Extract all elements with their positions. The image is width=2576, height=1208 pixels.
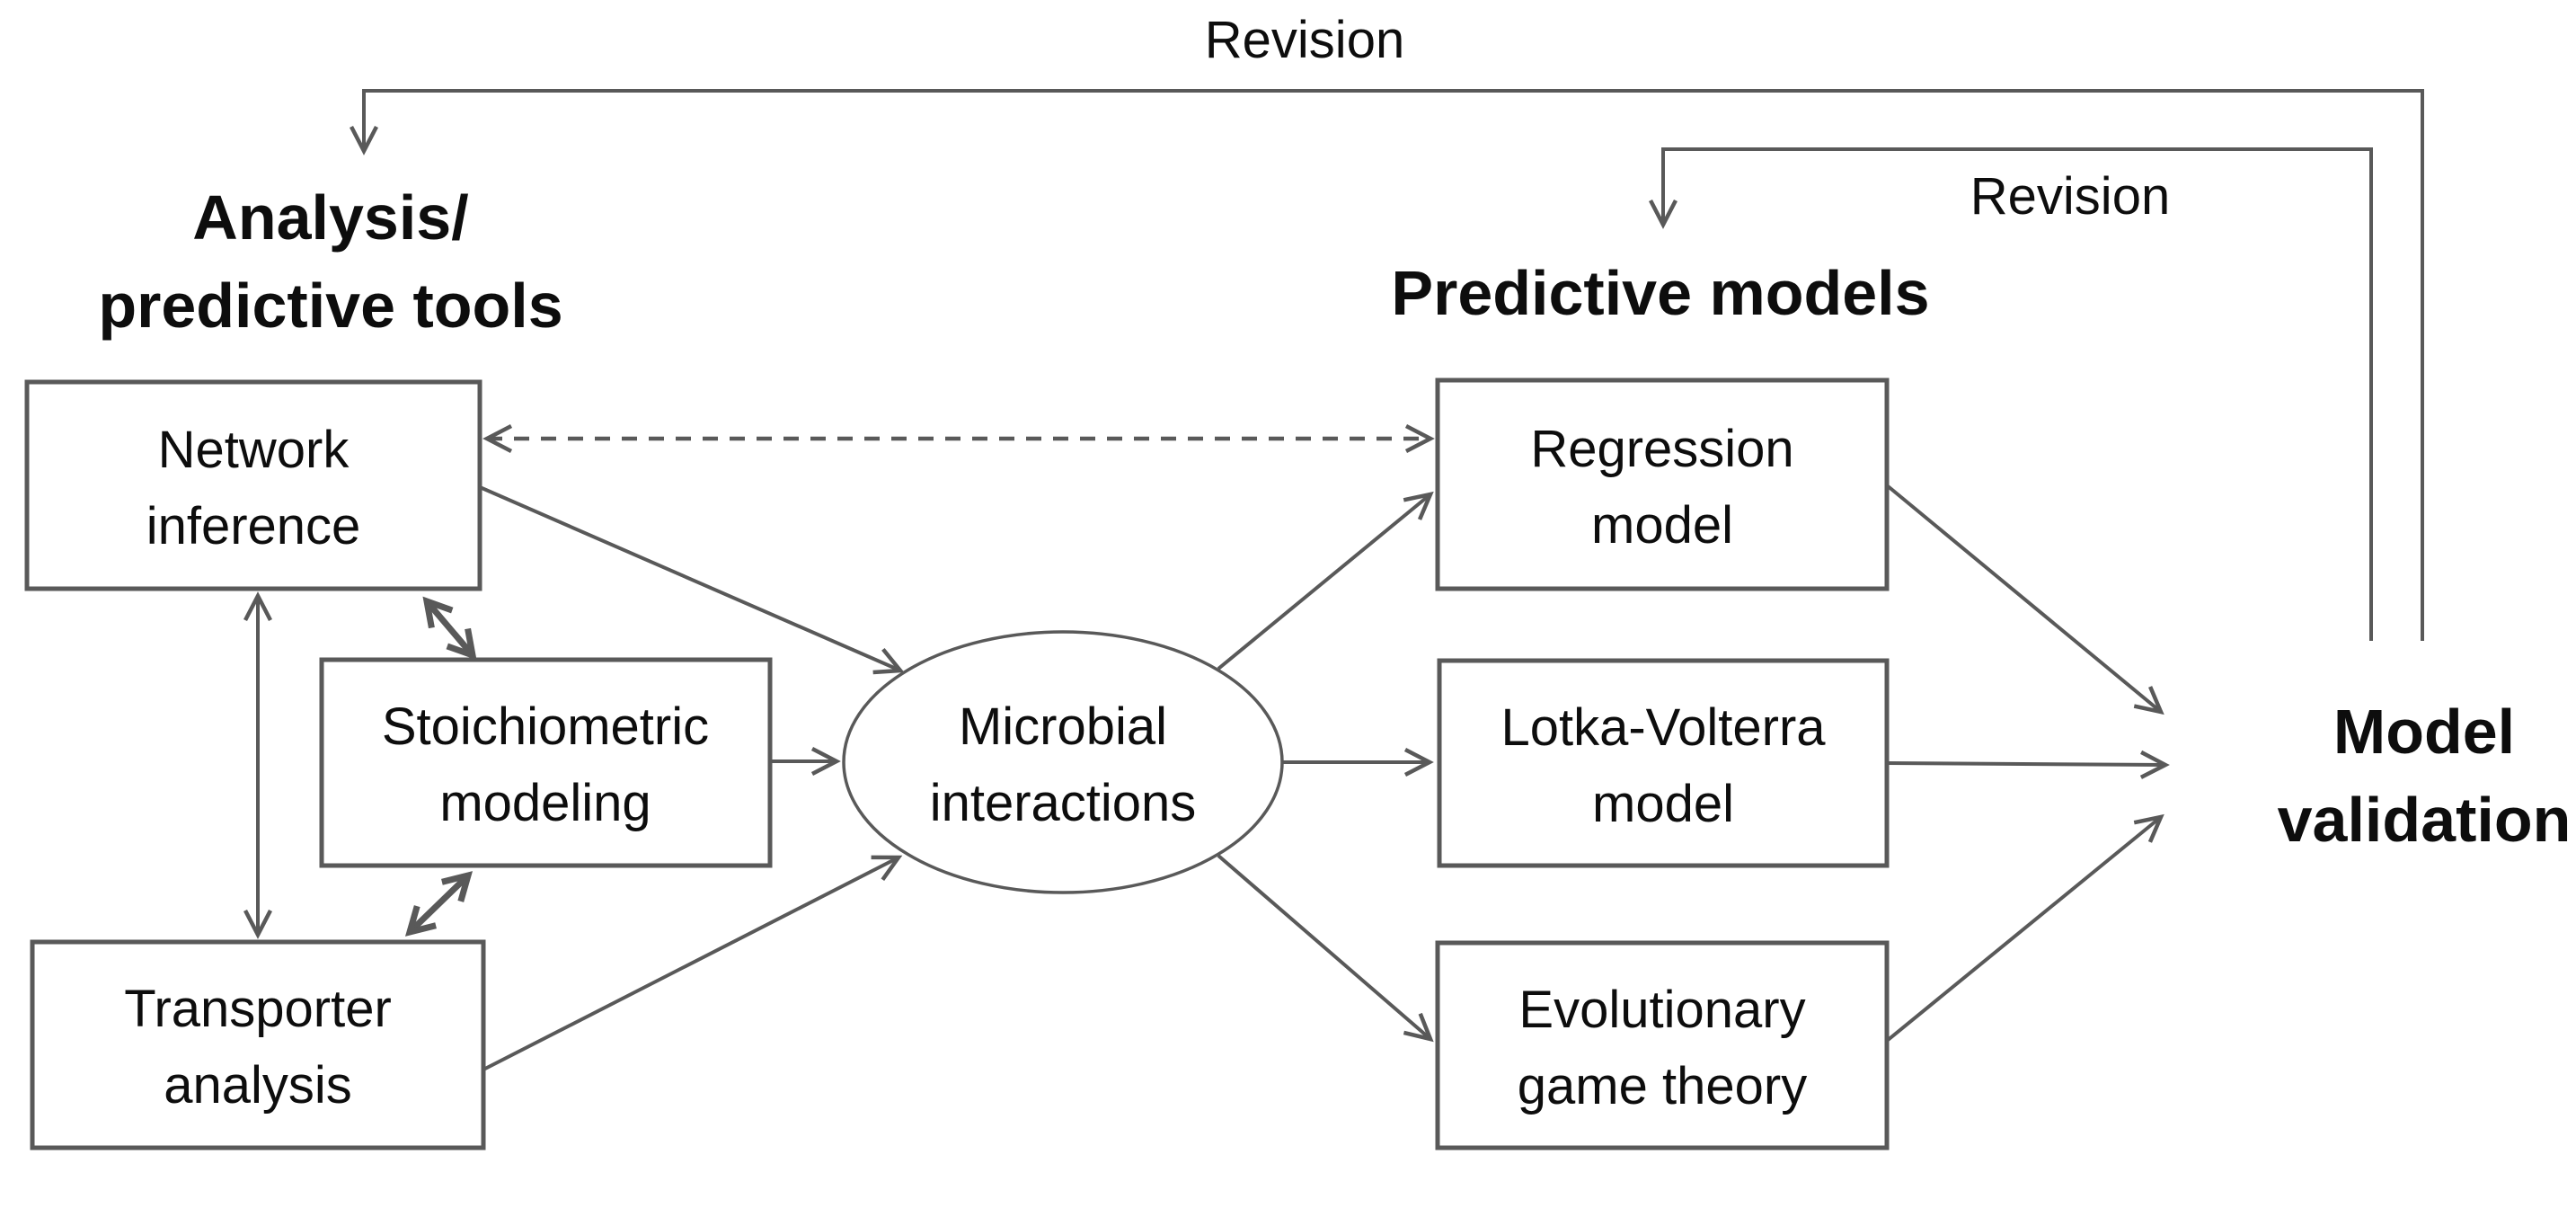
revision-top-label: Revision xyxy=(1205,11,1404,69)
regression-model-box xyxy=(1435,378,1890,591)
stoichiometric-modeling-label-line1: Stoichiometric xyxy=(382,697,709,756)
evolutionary-game-theory-label-line1: Evolutionary xyxy=(1518,981,1805,1039)
edge-evolution-to-validation xyxy=(1885,813,2164,1043)
microbial-interactions-label-line2: interactions xyxy=(930,774,1197,832)
transporter-analysis-box xyxy=(30,939,486,1150)
revision-inner-label: Revision xyxy=(1970,167,2170,226)
microbial-interactions-label-line1: Microbial xyxy=(959,697,1167,756)
transporter-analysis-label-line2: analysis xyxy=(164,1056,352,1115)
regression-model-label-line2: model xyxy=(1591,496,1733,555)
network-inference-label-line1: Network xyxy=(158,421,350,479)
revision-loop-to-analysis-tools xyxy=(350,89,2424,641)
regression-model-node: Regression model xyxy=(1435,378,1890,591)
evolutionary-game-theory-node: Evolutionary game theory xyxy=(1435,940,1890,1150)
model-validation-heading-line1: Model xyxy=(2333,697,2515,767)
edge-network-to-hub xyxy=(479,485,905,675)
edge-network-stoichiometric-bidirectional xyxy=(422,596,477,661)
evolutionary-game-theory-label-line2: game theory xyxy=(1518,1057,1807,1115)
transporter-analysis-label-line1: Transporter xyxy=(124,980,392,1038)
lotka-volterra-model-box xyxy=(1437,658,1890,868)
microbial-interactions-ellipse xyxy=(842,630,1284,894)
predictive-models-heading: Predictive models xyxy=(1391,258,1929,328)
transporter-analysis-node: Transporter analysis xyxy=(30,939,486,1150)
evolutionary-game-theory-box xyxy=(1435,940,1890,1150)
stoichiometric-modeling-node: Stoichiometric modeling xyxy=(319,657,773,868)
network-inference-label-line2: inference xyxy=(146,497,361,555)
revision-loop-to-predictive-models xyxy=(1649,147,2373,641)
analysis-tools-heading-line1: Analysis/ xyxy=(192,182,468,253)
edge-hub-to-evolution xyxy=(1217,854,1434,1043)
model-validation-heading-line2: validation xyxy=(2278,785,2572,855)
edge-regression-to-validation xyxy=(1885,484,2164,715)
regression-model-label-line1: Regression xyxy=(1530,420,1793,478)
analysis-tools-heading-line2: predictive tools xyxy=(98,271,562,341)
stoichiometric-modeling-label-line2: modeling xyxy=(439,774,651,832)
microbial-interactions-node: Microbial interactions xyxy=(842,630,1284,894)
lotka-volterra-model-label-line2: model xyxy=(1592,775,1734,833)
edge-lotka-to-validation xyxy=(1886,750,2170,779)
lotka-volterra-model-node: Lotka-Volterra model xyxy=(1437,658,1890,868)
network-inference-box xyxy=(24,379,482,591)
lotka-volterra-model-label-line1: Lotka-Volterra xyxy=(1500,698,1826,757)
edge-hub-to-regression xyxy=(1217,491,1434,671)
network-inference-node: Network inference xyxy=(24,379,482,591)
stoichiometric-modeling-box xyxy=(319,657,773,868)
edge-transporter-to-hub xyxy=(482,855,903,1071)
edge-stoichiometric-transporter-bidirectional xyxy=(404,871,474,937)
